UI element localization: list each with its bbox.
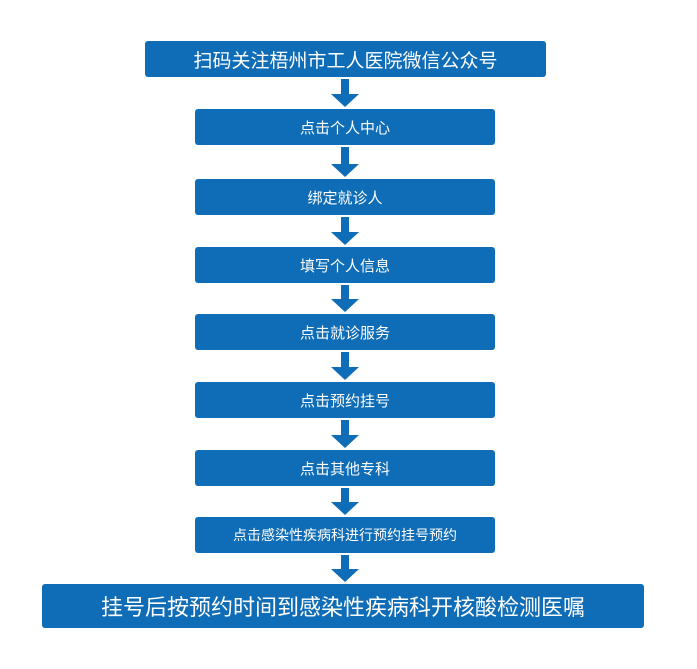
step-3: 绑定就诊人 [195, 179, 495, 215]
step-5: 点击就诊服务 [195, 314, 495, 350]
down-arrow-icon [331, 488, 359, 515]
down-arrow-icon [331, 352, 359, 380]
down-arrow-icon [331, 555, 359, 582]
down-arrow-icon [331, 285, 359, 312]
down-arrow-icon [331, 147, 359, 177]
step-1: 扫码关注梧州市工人医院微信公众号 [145, 41, 546, 77]
step-8: 点击感染性疾病科进行预约挂号预约 [195, 517, 495, 553]
down-arrow-icon [331, 420, 359, 448]
step-4: 填写个人信息 [195, 247, 495, 283]
step-2: 点击个人中心 [195, 109, 495, 145]
step-9: 挂号后按预约时间到感染性疾病科开核酸检测医嘱 [42, 584, 644, 628]
down-arrow-icon [331, 79, 359, 107]
down-arrow-icon [331, 217, 359, 245]
step-7: 点击其他专科 [195, 450, 495, 486]
step-6: 点击预约挂号 [195, 382, 495, 418]
